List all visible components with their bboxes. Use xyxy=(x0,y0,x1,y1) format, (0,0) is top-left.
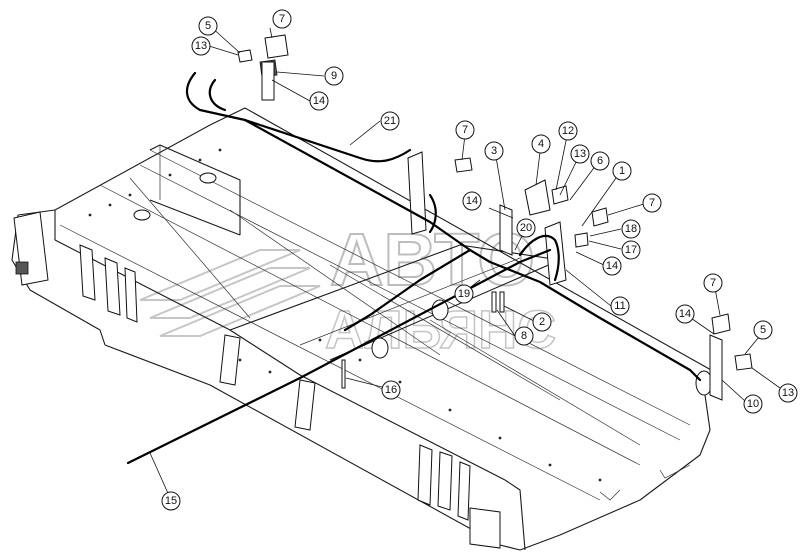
callout-20: 20 xyxy=(516,218,536,238)
svg-text:14: 14 xyxy=(313,95,325,107)
callout-16: 16 xyxy=(381,380,401,400)
callout-15: 15 xyxy=(161,491,181,511)
svg-text:8: 8 xyxy=(521,330,527,342)
callout-13: 13 xyxy=(570,144,590,164)
svg-text:13: 13 xyxy=(195,40,207,52)
watermark-logo xyxy=(139,249,321,337)
callout-19: 19 xyxy=(454,284,474,304)
svg-text:3: 3 xyxy=(491,145,497,157)
svg-text:4: 4 xyxy=(538,138,544,150)
callout-8: 8 xyxy=(514,326,534,346)
callout-7: 7 xyxy=(703,273,723,293)
svg-text:7: 7 xyxy=(462,124,468,136)
svg-text:12: 12 xyxy=(562,125,574,137)
svg-text:13: 13 xyxy=(574,148,586,160)
callouts: 5 7 13 9 14 21 7 3 4 12 13 6 1 7 14 18 1… xyxy=(161,9,798,511)
wiring-harness xyxy=(126,71,702,465)
callout-9: 9 xyxy=(324,66,344,86)
svg-text:1: 1 xyxy=(619,165,625,177)
svg-text:7: 7 xyxy=(279,13,285,25)
callout-10: 10 xyxy=(743,394,763,414)
header-frame xyxy=(11,107,723,551)
svg-text:13: 13 xyxy=(782,387,794,399)
svg-text:17: 17 xyxy=(625,244,637,256)
callout-3: 3 xyxy=(484,141,504,161)
svg-text:5: 5 xyxy=(205,20,211,32)
svg-text:7: 7 xyxy=(649,197,655,209)
callout-13: 13 xyxy=(778,383,798,403)
svg-text:11: 11 xyxy=(614,300,625,312)
callout-11: 11 xyxy=(610,296,630,316)
callout-4: 4 xyxy=(531,134,551,154)
lamp-parts xyxy=(237,34,753,371)
callout-7: 7 xyxy=(455,120,475,140)
svg-text:7: 7 xyxy=(710,277,716,289)
callout-5: 5 xyxy=(198,16,218,36)
callout-7: 7 xyxy=(272,9,292,29)
callout-21: 21 xyxy=(380,111,400,131)
callout-7: 7 xyxy=(642,193,662,213)
callout-14: 14 xyxy=(602,256,622,276)
callout-2: 2 xyxy=(532,312,552,332)
callout-6: 6 xyxy=(590,151,610,171)
svg-text:14: 14 xyxy=(466,195,478,207)
callout-17: 17 xyxy=(621,240,641,260)
svg-text:14: 14 xyxy=(679,308,691,320)
svg-text:18: 18 xyxy=(625,223,637,235)
svg-text:10: 10 xyxy=(747,398,759,410)
svg-text:15: 15 xyxy=(165,495,177,507)
callout-12: 12 xyxy=(558,121,578,141)
callout-5: 5 xyxy=(753,320,773,340)
svg-text:6: 6 xyxy=(597,155,603,167)
svg-text:21: 21 xyxy=(384,115,396,127)
callout-14: 14 xyxy=(462,191,482,211)
svg-text:20: 20 xyxy=(520,222,532,234)
callout-14: 14 xyxy=(675,304,695,324)
callout-13: 13 xyxy=(191,36,211,56)
svg-text:19: 19 xyxy=(458,288,470,300)
svg-text:2: 2 xyxy=(539,316,545,328)
svg-text:5: 5 xyxy=(760,324,766,336)
callout-1: 1 xyxy=(612,161,632,181)
svg-text:9: 9 xyxy=(331,70,337,82)
svg-text:14: 14 xyxy=(606,260,618,272)
callout-18: 18 xyxy=(621,219,641,239)
svg-text:16: 16 xyxy=(385,384,397,396)
callout-14: 14 xyxy=(309,91,329,111)
